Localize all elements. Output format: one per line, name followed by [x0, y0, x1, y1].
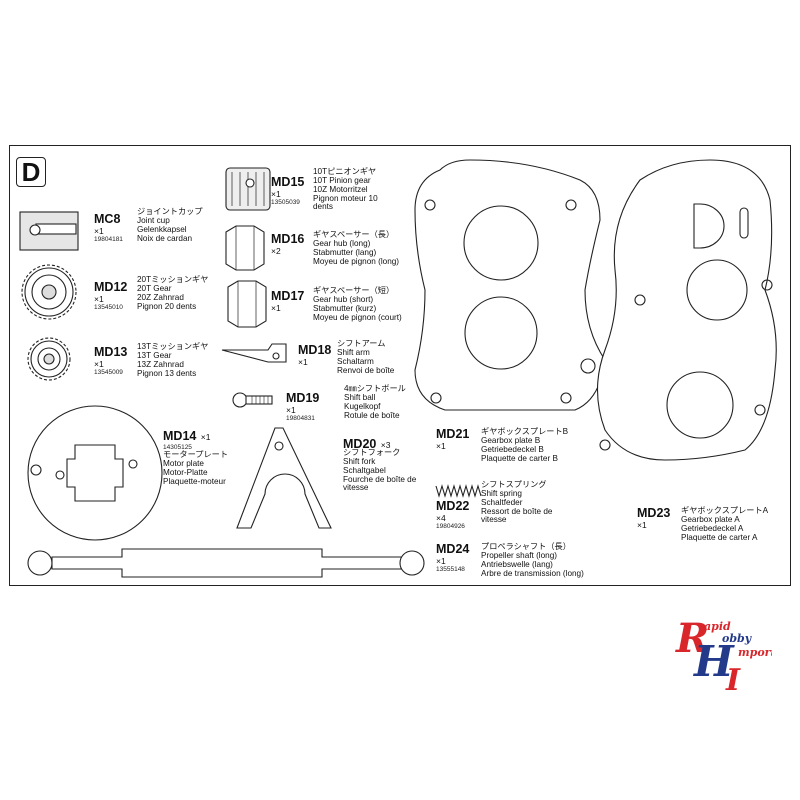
- md21-gearbox-plate-b-drawing: [414, 159, 606, 411]
- md15-pinion-drawing: [225, 167, 271, 211]
- part-md20-label: MD20 ×3: [343, 437, 391, 451]
- part-md16-names: ギヤスペーサー（長）Gear hub (long)Stabmutter (lan…: [313, 230, 400, 266]
- rapid-hobby-import-logo: R H I apid obby mport: [675, 615, 772, 692]
- svg-text:apid: apid: [704, 620, 731, 633]
- mc8-joint-cup-drawing: [19, 211, 79, 251]
- section-letter: D: [16, 157, 46, 187]
- part-md13-label: MD13 ×1 13545009: [94, 345, 128, 376]
- svg-text:H: H: [693, 637, 735, 686]
- md13-13t-gear-drawing: [27, 337, 71, 381]
- svg-text:I: I: [725, 663, 741, 692]
- svg-text:mport: mport: [738, 646, 772, 659]
- part-md19-label: MD19 ×1 19804831: [286, 391, 320, 422]
- part-md22-label: MD22 ×4 19804926: [436, 499, 470, 530]
- md14-motor-plate-drawing: [27, 405, 163, 541]
- part-md12-label: MD12 ×1 13545010: [94, 280, 128, 311]
- part-md17-names: ギヤスペーサー（短）Gear hub (short)Stabmutter (ku…: [313, 286, 402, 322]
- svg-text:obby: obby: [722, 632, 753, 645]
- part-md15-label: MD15 ×1 13505039: [271, 175, 305, 206]
- part-md24-label: MD24 ×1 13555148: [436, 542, 470, 573]
- md17-gear-hub-short-drawing: [227, 280, 267, 328]
- md20-shift-fork-drawing: [236, 427, 332, 529]
- part-md18-label: MD18 ×1: [298, 343, 332, 367]
- part-md24-names: プロペラシャフト（長）Propeller shaft (long)Antrieb…: [481, 542, 584, 578]
- part-md16-label: MD16 ×2: [271, 232, 305, 256]
- md24-propeller-shaft-drawing: [27, 548, 425, 578]
- part-mc8-label: MC8 ×1 19804181: [94, 212, 123, 243]
- md22-shift-spring-drawing: [435, 484, 482, 498]
- part-md14-label: MD14 ×1 14305125: [163, 429, 211, 452]
- md18-shift-arm-drawing: [221, 343, 287, 363]
- part-md23-label: MD23 ×1: [637, 506, 671, 530]
- part-md17-label: MD17 ×1: [271, 289, 305, 313]
- md16-gear-hub-long-drawing: [225, 225, 265, 271]
- md19-shift-ball-drawing: [232, 392, 273, 408]
- svg-text:R: R: [675, 615, 709, 662]
- md12-20t-gear-drawing: [21, 264, 77, 320]
- part-md21-label: MD21 ×1: [436, 427, 470, 451]
- md23-gearbox-plate-a-drawing: [596, 159, 777, 461]
